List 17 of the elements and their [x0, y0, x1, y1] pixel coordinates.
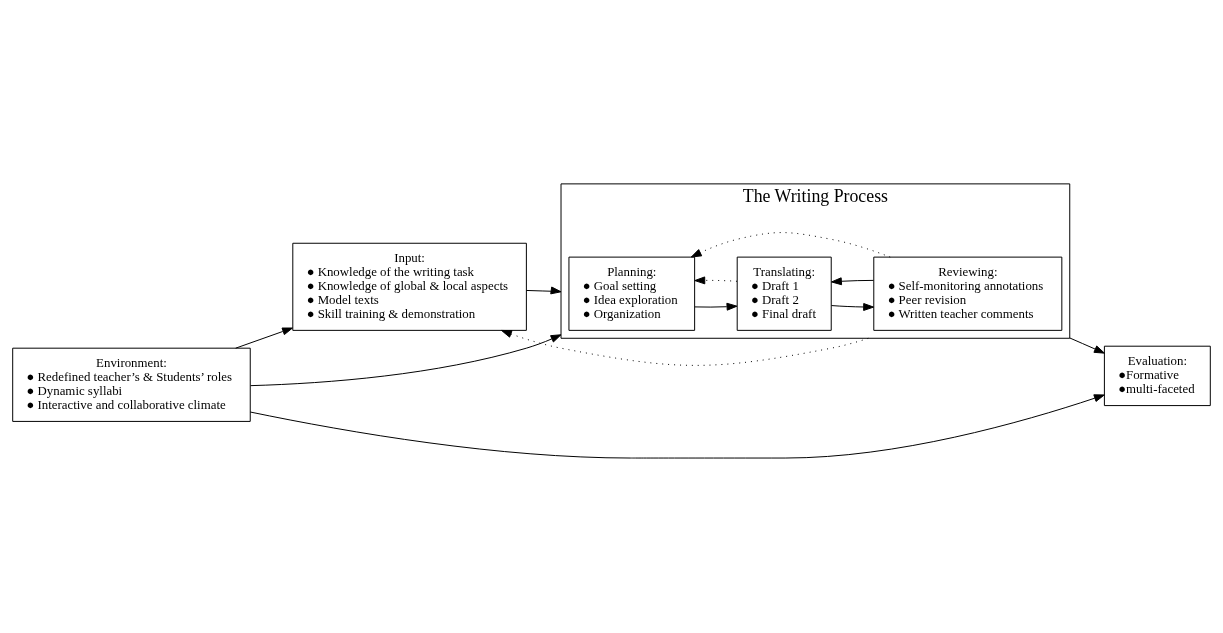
arrow [694, 275, 738, 284]
arrow [526, 286, 562, 294]
arrow [1069, 336, 1105, 354]
node-box: Translating: ● Draft 1 ● Draft 2 ● Final draft [736, 256, 832, 331]
arrow [831, 276, 875, 285]
node-box: Environment: ● Redefined teacher’s & Students’ roles ● Dynamic syllabi ● Interactive and collaborative climate [12, 347, 251, 422]
node-box: Input: ● Knowledge of the writing task ● Knowledge of global & local aspects ● Model texts ● Skill training & demonstration [292, 242, 527, 331]
arrow [501, 329, 869, 366]
arrow [235, 327, 293, 349]
arrow [250, 333, 562, 386]
arrow [694, 302, 738, 311]
arrow [831, 302, 875, 311]
arrow [249, 393, 1105, 459]
node-box: Reviewing: ● Self-monitoring annotations ● Peer revision ● Written teacher comments [873, 256, 1063, 331]
node-box: Planning: ● Goal setting ● Idea exploration ● Organization [568, 256, 696, 331]
arrow [690, 231, 891, 258]
node-box: Evaluation: ●Formative ●multi-faceted [1103, 345, 1211, 406]
